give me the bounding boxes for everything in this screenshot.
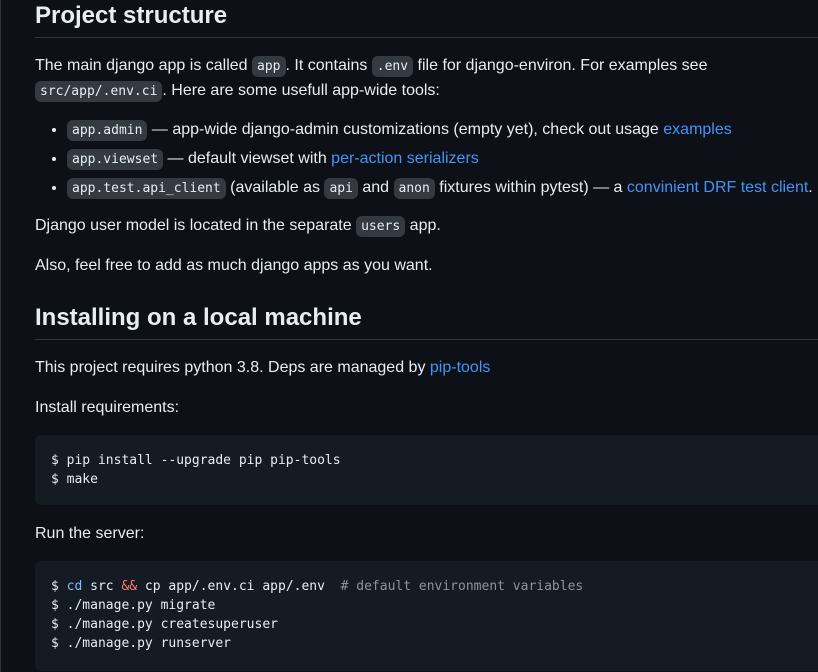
code-token-cp: cp app/.env.ci app/.env <box>137 579 341 594</box>
heading-installing: Installing on a local machine <box>35 303 818 340</box>
link-drf-test-client[interactable]: convinient DRF test client <box>626 179 809 196</box>
code-app-test-api-client: app.test.api_client <box>67 178 226 199</box>
code-users: users <box>356 216 406 237</box>
install-code-block[interactable]: $ pip install --upgrade pip pip-tools $ m… <box>35 435 818 505</box>
code-env: .env <box>371 56 414 77</box>
code-line: $ make <box>51 472 98 487</box>
heading-project-structure: Project structure <box>35 1 818 38</box>
list-item-viewset: app.viewset — default viewset with per-a… <box>67 147 818 172</box>
code-token-comment: # default environment variables <box>340 579 584 594</box>
code-line: $ pip install --upgrade pip pip-tools <box>51 453 341 468</box>
list-item-text: (available as <box>225 179 325 196</box>
link-per-action-serializers[interactable]: per-action serializers <box>331 150 479 167</box>
code-app: app <box>252 56 286 77</box>
install-label: Install requirements: <box>35 399 180 416</box>
code-token-src: src <box>82 579 122 594</box>
code-token-cd: cd <box>66 579 83 594</box>
user-model-paragraph: Django user model is located in the sepa… <box>35 214 818 239</box>
intro-text-1: The main django app is called <box>35 57 253 74</box>
requirements-text: This project requires python 3.8. Deps a… <box>35 359 430 376</box>
run-code-block[interactable]: $ cd src && cp app/.env.ci app/.env # de… <box>35 561 818 671</box>
requirements-paragraph: This project requires python 3.8. Deps a… <box>35 356 818 380</box>
code-app-admin: app.admin <box>67 120 148 141</box>
link-examples[interactable]: examples <box>663 121 732 138</box>
code-line: $ ./manage.py runserver <box>51 636 232 651</box>
list-item-period: . <box>808 179 813 196</box>
left-border <box>0 0 1 672</box>
code-line: $ cd src && cp app/.env.ci app/.env # de… <box>51 577 809 596</box>
user-text-1: Django user model is located in the sepa… <box>35 217 357 234</box>
code-env-ci: src/app/.env.ci <box>35 81 163 102</box>
code-line: $ ./manage.py migrate <box>51 598 216 613</box>
also-paragraph: Also, feel free to add as much django ap… <box>35 257 433 274</box>
list-item-text: — app-wide django-admin customizations (… <box>147 121 664 138</box>
code-token-prompt: $ <box>51 579 67 594</box>
tools-list: app.admin — app-wide django-admin custom… <box>35 118 818 205</box>
code-line: $ ./manage.py createsuperuser <box>51 617 278 632</box>
link-pip-tools[interactable]: pip-tools <box>429 359 491 376</box>
list-item-text: and <box>357 179 394 196</box>
list-item-api-client: app.test.api_client (available as api an… <box>67 176 818 201</box>
code-token-and: && <box>121 579 138 594</box>
intro-text-3: file for django-environ. For examples se… <box>413 57 708 74</box>
intro-text-4: . Here are some usefull app-wide tools: <box>162 82 440 99</box>
code-app-viewset: app.viewset <box>67 149 164 170</box>
run-label: Run the server: <box>35 525 145 542</box>
list-item-admin: app.admin — app-wide django-admin custom… <box>67 118 818 143</box>
intro-text-2: . It contains <box>285 57 372 74</box>
list-item-text: fixtures within pytest) — a <box>434 179 627 196</box>
user-text-2: app. <box>405 217 441 234</box>
intro-paragraph: The main django app is called app. It co… <box>35 54 818 104</box>
code-api: api <box>324 178 358 199</box>
list-item-text: — default viewset with <box>163 150 332 167</box>
code-anon: anon <box>393 178 435 199</box>
